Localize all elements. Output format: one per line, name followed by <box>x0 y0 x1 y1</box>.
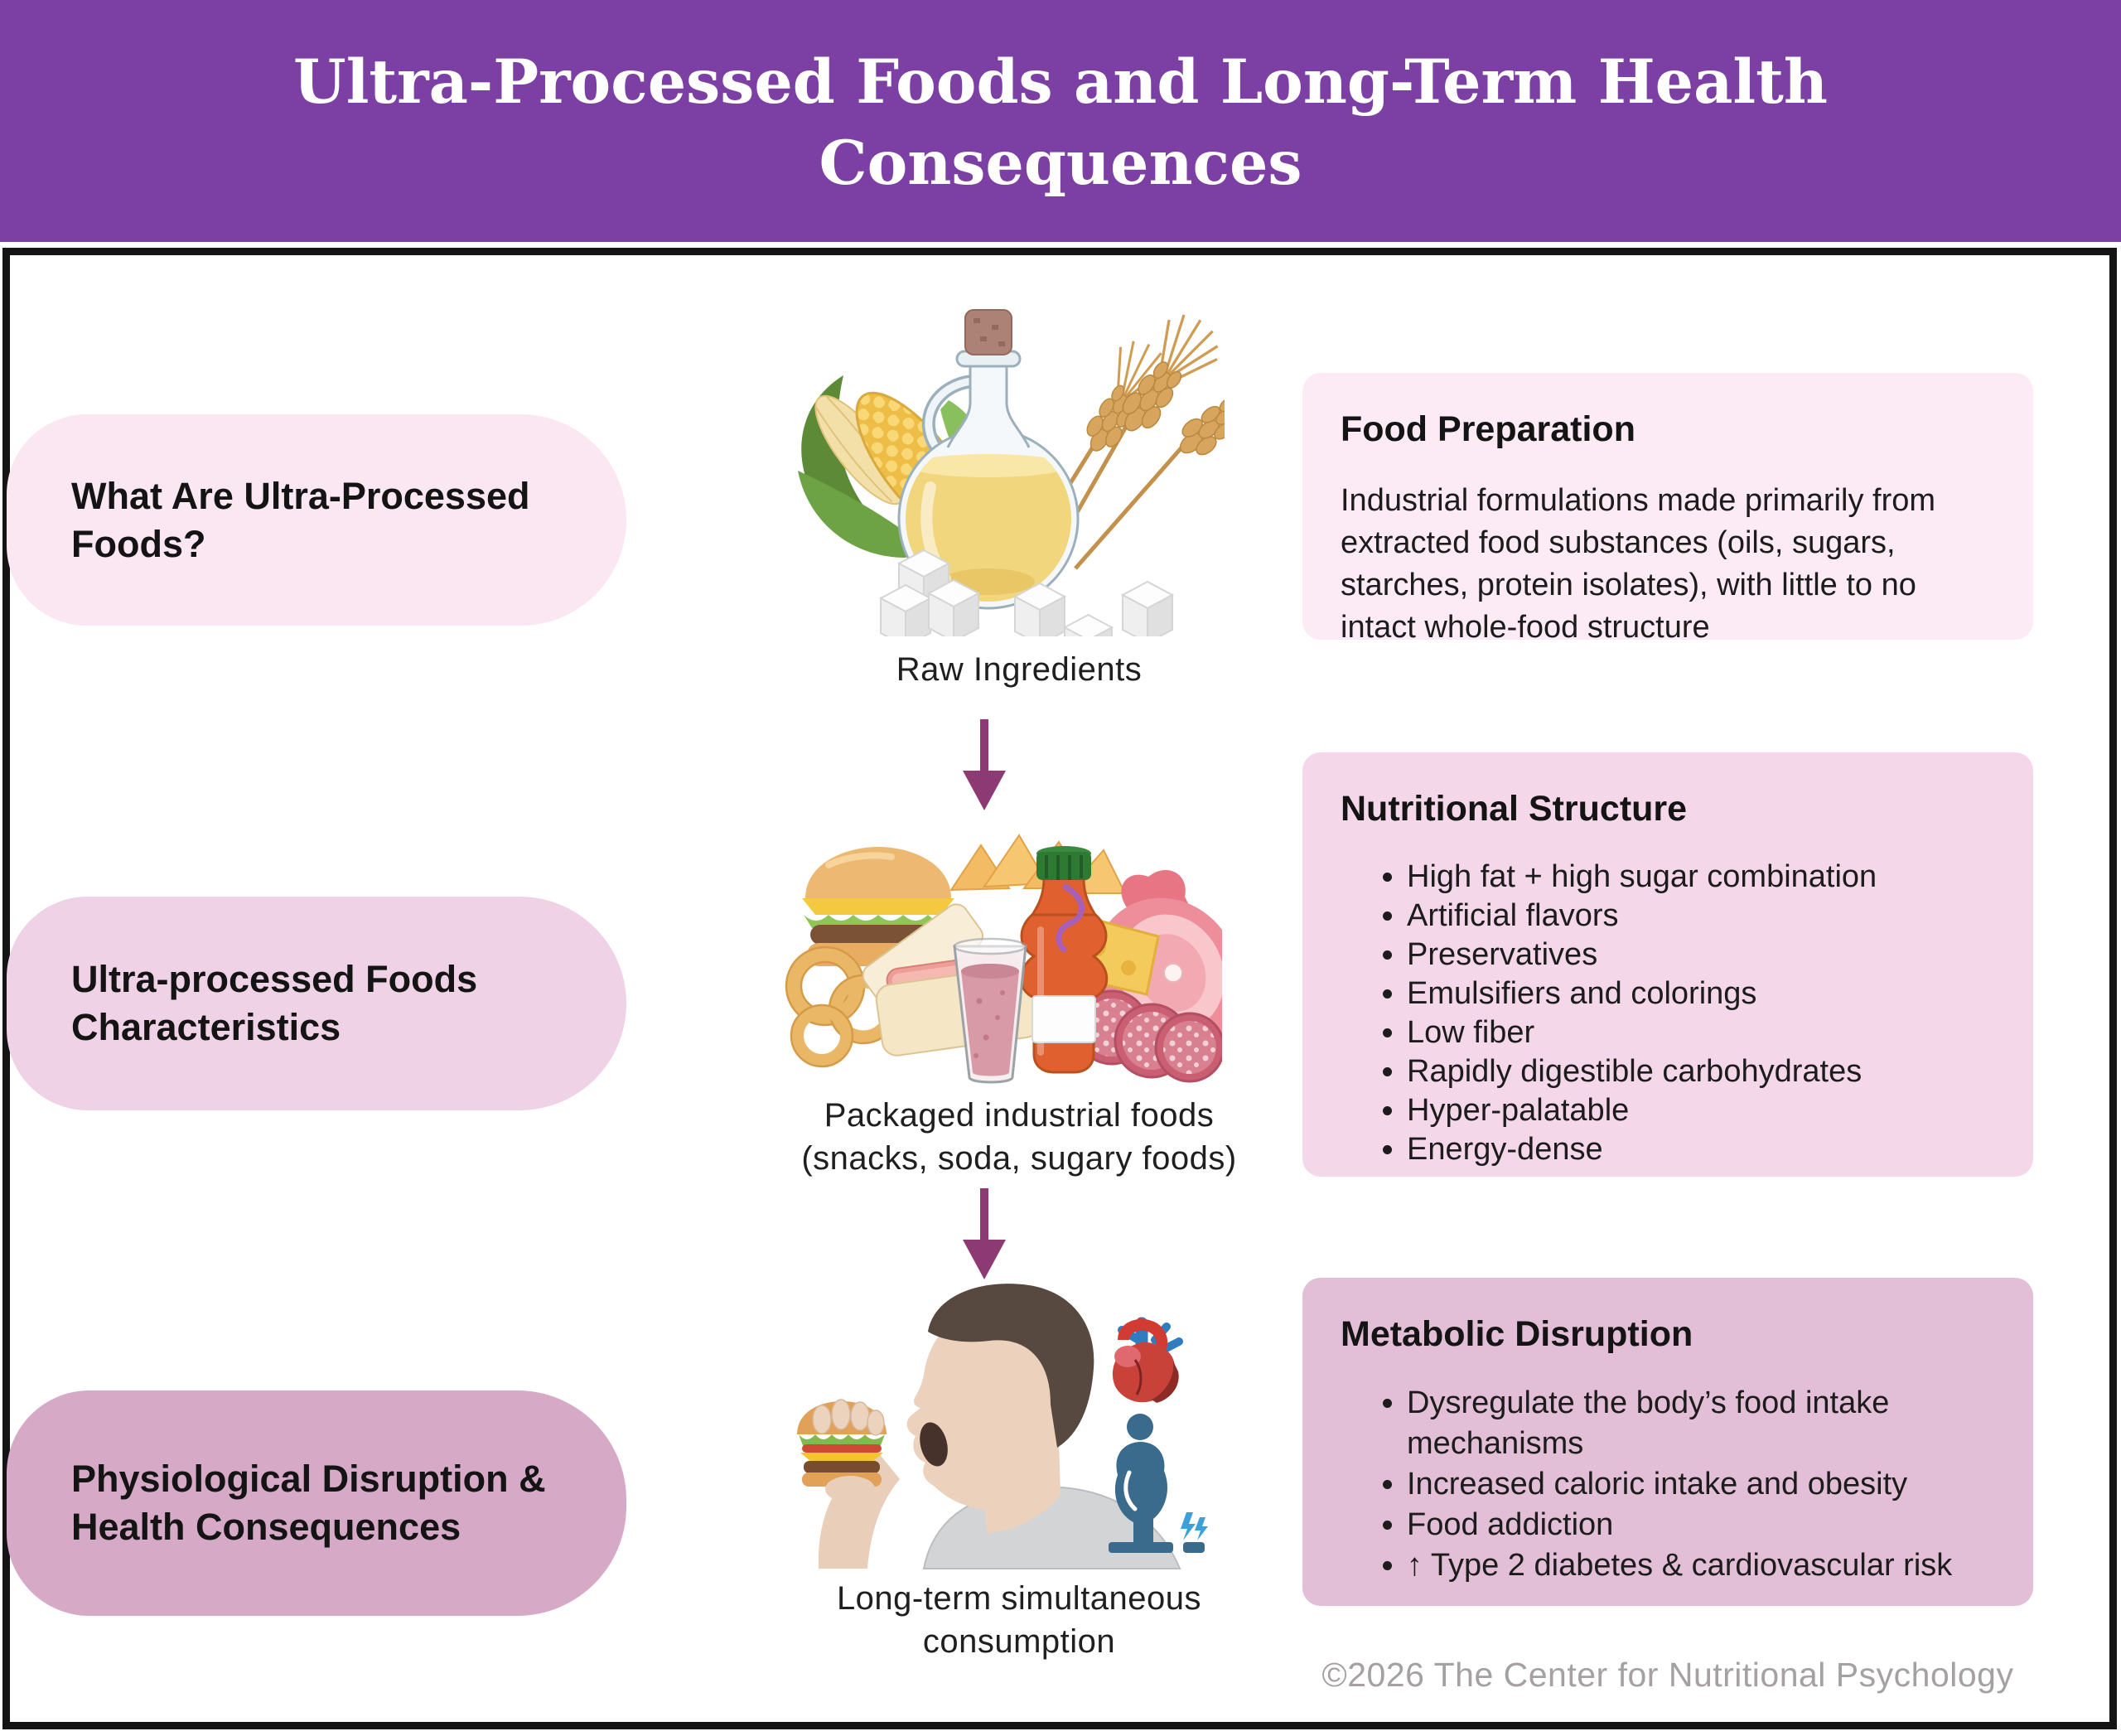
salami-icon <box>1074 989 1225 1083</box>
bullet-item: Energy-dense <box>1407 1130 2000 1169</box>
info-box-title: Metabolic Disruption <box>1341 1314 1693 1354</box>
info-box-nutritional-structure: Nutritional Structure High fat + high su… <box>1302 752 2033 1177</box>
stage-label-what-are-ultra-processed-foods: What Are Ultra-Processed Foods? <box>7 414 626 626</box>
bullet-item: High fat + high sugar combination <box>1407 858 2000 897</box>
bullet-item: Increased caloric intake and obesity <box>1407 1464 2000 1505</box>
bullet-item: Rapidly digestible carbohydrates <box>1407 1052 2000 1091</box>
info-box-title: Nutritional Structure <box>1341 789 1688 829</box>
body-weight-scale-icon <box>1109 1414 1208 1553</box>
stage-label-upf-characteristics: Ultra-processed Foods Characteristics <box>7 897 626 1110</box>
stage-label-line: Health Consequences <box>71 1506 461 1548</box>
stage-label-physiological-disruption: Physiological Disruption & Health Conseq… <box>7 1390 626 1616</box>
info-box-food-preparation: Food Preparation Industrial formulations… <box>1302 373 2033 645</box>
info-box-bullet-list: High fat + high sugar combination Artifi… <box>1341 858 2000 1169</box>
flow-arrow-down-icon <box>958 1188 1011 1281</box>
flow-arrow-down-icon <box>958 719 1011 812</box>
figure-caption-long-term-consumption: Long-term simultaneous consumption <box>836 1580 1202 1660</box>
figure-caption-packaged-foods: Packaged industrial foods (snacks, soda,… <box>801 1097 1237 1177</box>
info-box-body: Industrial formulations made primarily f… <box>1341 483 1936 645</box>
page-title-line-2: Consequences <box>819 128 1302 199</box>
bullet-item: Low fiber <box>1407 1013 2000 1052</box>
info-box-title: Food Preparation <box>1341 409 1635 449</box>
heart-icon <box>1112 1317 1183 1403</box>
raw-ingredients-icon <box>773 303 1300 675</box>
stage-label-line: Characteristics <box>71 1006 341 1048</box>
stage-label-line: Ultra-processed Foods <box>71 958 478 1000</box>
stage-label-line: What Are Ultra-Processed <box>71 474 530 517</box>
bullet-item: Preservatives <box>1407 936 2000 974</box>
onion-rings-icon <box>785 945 899 1068</box>
smoothie-glass-icon <box>953 937 1027 1084</box>
bullet-item: Dysregulate the body’s food intake mecha… <box>1407 1383 2000 1464</box>
page-title-line-1: Ultra-Processed Foods and Long-Term Heal… <box>293 46 1828 118</box>
info-box-bullet-list: Dysregulate the body’s food intake mecha… <box>1341 1383 2000 1586</box>
person-eating-icon <box>771 1280 1222 1570</box>
soda-bottle-icon <box>1019 846 1109 1074</box>
bullet-item: Food addiction <box>1407 1505 2000 1545</box>
bullet-item: Hyper-palatable <box>1407 1091 2000 1130</box>
page-title: Ultra-Processed Foods and Long-Term Heal… <box>0 0 2121 204</box>
figure-caption-raw-ingredients: Raw Ingredients <box>896 651 1143 688</box>
hair-shape <box>928 1284 1094 1448</box>
stage-label-line: Physiological Disruption & <box>71 1458 546 1500</box>
header-banner: Ultra-Processed Foods and Long-Term Heal… <box>0 0 2121 242</box>
bullet-item: Artificial flavors <box>1407 897 2000 936</box>
stage-label-line: Foods? <box>71 522 206 565</box>
bullet-item: Emulsifiers and colorings <box>1407 974 2000 1013</box>
copyright-text: ©2026 The Center for Nutritional Psychol… <box>1321 1656 2014 1694</box>
bullet-item: ↑ Type 2 diabetes & cardiovascular risk <box>1407 1545 2000 1586</box>
info-box-metabolic-disruption: Metabolic Disruption Dysregulate the bod… <box>1302 1278 2033 1606</box>
packaged-foods-icon <box>771 830 1241 1087</box>
hand-burger-icon <box>797 1399 887 1502</box>
